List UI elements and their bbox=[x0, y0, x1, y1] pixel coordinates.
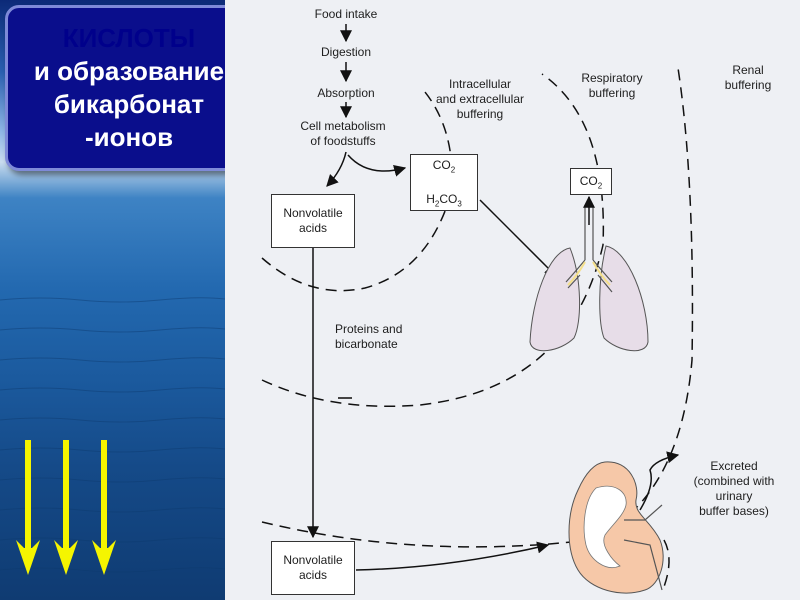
lung-co2-text: CO2 bbox=[579, 174, 603, 191]
cell-metabolism-label: Cell metabolism of foodstuffs bbox=[300, 119, 386, 148]
title-box: КИСЛОТЫ и образование бикарбонат -ионов bbox=[5, 5, 253, 171]
yellow-arrow-shaft bbox=[101, 440, 107, 550]
respiratory-buffering-label: Respiratory buffering bbox=[581, 71, 643, 100]
yellow-arrow-head bbox=[92, 540, 116, 575]
co2-h2co3-box: CO2 H2CO3 bbox=[410, 154, 478, 211]
proteins-bicarbonate-label: Proteins and bicarbonate bbox=[335, 322, 403, 351]
h2co3-text: H2CO3 bbox=[426, 192, 462, 209]
arrow-h2co3-to-lungs bbox=[479, 199, 557, 277]
title-line-3: бикарбонат bbox=[53, 89, 205, 119]
excreted-label: Excreted (combined with urinary buffer b… bbox=[693, 459, 775, 518]
arrow-metabolism-to-co2 bbox=[347, 154, 407, 177]
food-intake-label: Food intake bbox=[314, 7, 378, 21]
title-line-1: КИСЛОТЫ bbox=[62, 23, 196, 53]
arrow-metabolism-to-acids bbox=[326, 151, 347, 187]
yellow-arrow-head bbox=[16, 540, 40, 575]
arrow-kidney-to-excreted bbox=[639, 451, 680, 511]
yellow-arrow-shaft bbox=[63, 440, 69, 550]
renal-buffering-label: Renal buffering bbox=[724, 63, 772, 92]
absorption-label: Absorption bbox=[317, 86, 375, 100]
digestion-label: Digestion bbox=[320, 45, 372, 59]
kidney-illustration bbox=[568, 461, 664, 594]
nonvolatile-acids-box-top: Nonvolatile acids bbox=[271, 194, 355, 248]
title-line-2: и образование bbox=[33, 56, 225, 86]
acid-buffering-diagram: Food intake Digestion Absorption Cell me… bbox=[225, 0, 800, 600]
renal-zone-arc bbox=[261, 67, 694, 548]
nonvolatile-acids-box-bottom: Nonvolatile acids bbox=[271, 541, 355, 595]
arrow-acids-to-kidney bbox=[355, 541, 550, 571]
yellow-arrow-shaft bbox=[25, 440, 31, 550]
lungs-illustration bbox=[529, 195, 649, 352]
co2-text: CO2 bbox=[432, 158, 456, 175]
renal-zone-arc-tail bbox=[661, 539, 670, 593]
lung-co2-box: CO2 bbox=[570, 168, 612, 195]
yellow-down-arrows bbox=[16, 440, 116, 575]
intracellular-buffering-label: Intracellular and extracellular bufferin… bbox=[435, 77, 525, 121]
diagram-graphics bbox=[261, 24, 694, 594]
ocean-waves-decoration bbox=[0, 297, 225, 575]
yellow-arrow-head bbox=[54, 540, 78, 575]
title-line-4: -ионов bbox=[84, 122, 174, 152]
